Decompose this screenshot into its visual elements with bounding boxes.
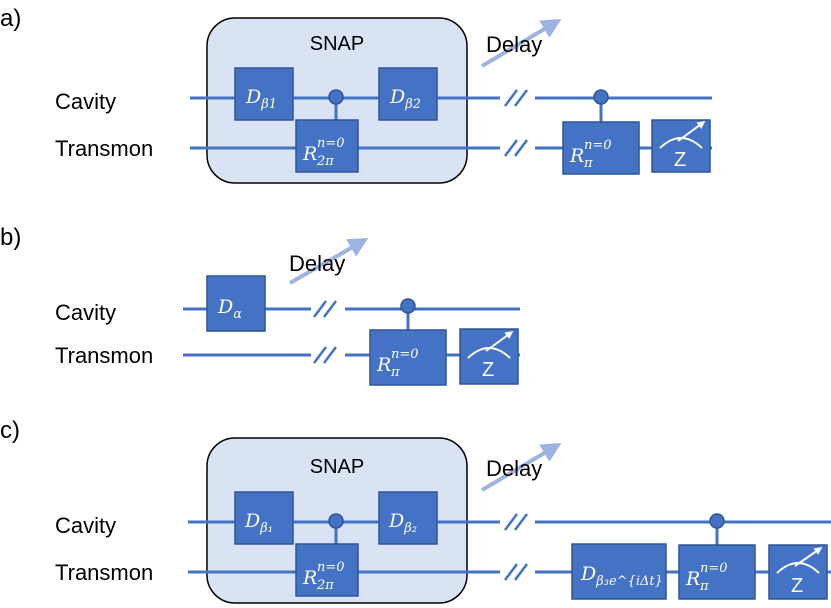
transmon-label-c: Transmon <box>55 560 153 585</box>
svg-text:Dβ1: Dβ1 <box>245 86 277 112</box>
svg-text:Dα: Dα <box>217 296 242 322</box>
svg-text:Dβ₁: Dβ₁ <box>244 510 273 536</box>
measure-box-a: Z <box>651 119 711 173</box>
control-dot-a2 <box>593 89 609 105</box>
svg-text:R: R <box>302 567 317 589</box>
wire-break-b <box>313 300 337 364</box>
measure-box-b: Z <box>459 328 519 385</box>
cavity-label-a: Cavity <box>55 89 116 114</box>
panel-b: b) Cavity Transmon Delay Dα R n=0 π <box>0 224 520 386</box>
svg-text:R: R <box>685 568 700 590</box>
transmon-label-a: Transmon <box>55 136 153 161</box>
measure-box-c: Z <box>768 544 828 600</box>
svg-text:Z: Z <box>482 359 494 381</box>
delay-label-c: Delay <box>486 456 542 481</box>
delay-arrow-b <box>289 238 369 285</box>
panel-c: c) SNAP Cavity Transmon Delay Dβ₁ R n=0 … <box>0 417 831 604</box>
delay-label-b: Delay <box>289 251 345 276</box>
svg-text:n=0: n=0 <box>700 561 728 576</box>
control-dot-a1 <box>328 89 344 105</box>
svg-text:π: π <box>583 156 593 171</box>
gate-r-pi-b: R n=0 π <box>369 329 447 386</box>
gate-r-2pi-a: R n=0 2π <box>295 119 359 173</box>
delay-label-a: Delay <box>486 32 542 57</box>
snap-label-a: SNAP <box>310 33 364 55</box>
transmon-label-b: Transmon <box>55 343 153 368</box>
control-dot-b <box>400 298 416 314</box>
delay-arrow-c <box>480 442 562 492</box>
svg-text:n=0: n=0 <box>317 560 345 575</box>
svg-text:π: π <box>699 579 709 594</box>
panel-a-label: a) <box>0 5 21 32</box>
gate-d-beta1-c: Dβ₁ <box>234 491 294 545</box>
svg-text:π: π <box>390 365 400 380</box>
gate-d-beta2-c: Dβ₂ <box>378 491 438 545</box>
wire-break-a <box>504 89 528 157</box>
gate-d-beta1-a: Dβ1 <box>234 67 294 121</box>
svg-text:n=0: n=0 <box>317 136 345 151</box>
wire-break-c <box>504 513 528 581</box>
gate-d-beta3-c: Dβ₃e^{iΔt} <box>571 543 667 600</box>
svg-text:Z: Z <box>791 575 803 597</box>
svg-text:2π: 2π <box>316 578 334 593</box>
gate-r-pi-c: R n=0 π <box>678 544 756 600</box>
svg-text:n=0: n=0 <box>391 347 419 362</box>
cavity-label-b: Cavity <box>55 300 116 325</box>
gate-r-2pi-c: R n=0 2π <box>295 543 359 597</box>
svg-text:n=0: n=0 <box>584 138 612 153</box>
cavity-label-c: Cavity <box>55 513 116 538</box>
svg-text:Dβ₃e^{iΔt}: Dβ₃e^{iΔt} <box>580 563 663 589</box>
panel-b-label: b) <box>0 224 21 251</box>
gate-r-pi-a: R n=0 π <box>562 121 640 175</box>
gate-d-beta2-a: Dβ2 <box>378 67 438 121</box>
svg-text:R: R <box>569 145 584 167</box>
control-dot-c2 <box>709 513 725 529</box>
panel-a: a) SNAP Cavity Transmon Delay Dβ1 <box>0 5 712 184</box>
svg-text:R: R <box>376 354 391 376</box>
svg-text:Dβ₂: Dβ₂ <box>388 510 417 536</box>
svg-text:R: R <box>302 143 317 165</box>
delay-arrow-a <box>480 18 562 68</box>
svg-text:Z: Z <box>674 149 686 171</box>
svg-text:2π: 2π <box>316 154 334 169</box>
panel-c-label: c) <box>0 417 20 444</box>
svg-text:Dβ2: Dβ2 <box>389 86 421 112</box>
snap-label-c: SNAP <box>310 456 364 478</box>
gate-d-alpha-b: Dα <box>206 275 266 332</box>
control-dot-c1 <box>328 513 344 529</box>
